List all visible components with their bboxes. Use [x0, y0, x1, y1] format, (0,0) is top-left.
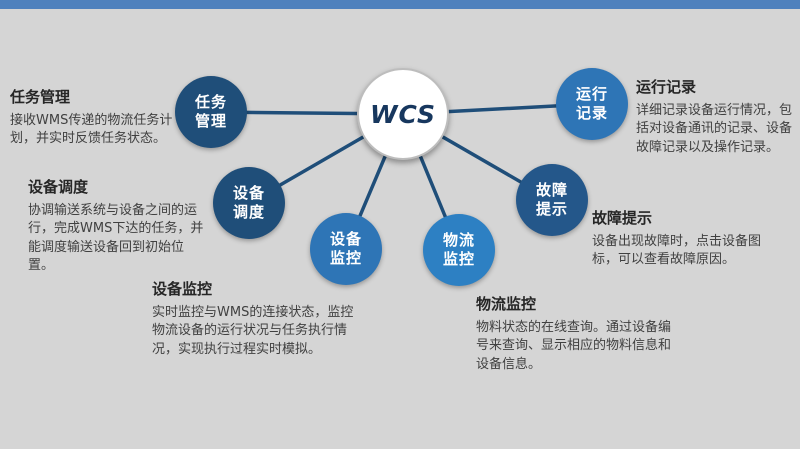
- node-label-line: 运行: [575, 84, 608, 103]
- annotation-operation-record: 运行记录 详细记录设备运行情况，包括对设备通讯的记录、设备故障记录以及操作记录。: [636, 76, 796, 157]
- annotation-logistics-monitoring: 物流监控 物料状态的在线查询。通过设备编号来查询、显示相应的物料信息和设备信息。: [476, 293, 680, 374]
- annotation-equipment-scheduling: 设备调度 协调输送系统与设备之间的运行，完成WMS下达的任务，并能调度输送设备回…: [28, 176, 206, 276]
- annotation-title: 设备监控: [152, 280, 213, 298]
- top-accent-bar: [0, 0, 800, 9]
- node-label-line: 设备: [329, 229, 362, 248]
- node-operation-record: 运行 记录: [556, 68, 628, 140]
- node-label-line: 设备: [232, 183, 265, 202]
- node-label-line: 监控: [442, 250, 475, 268]
- node-label-line: 监控: [329, 249, 362, 267]
- node-label-line: 提示: [535, 200, 568, 218]
- hub-label: WCS: [369, 99, 437, 129]
- annotation-title: 故障提示: [592, 209, 653, 227]
- node-label-line: 物流: [442, 230, 475, 249]
- hub-circle-wcs: WCS: [357, 68, 449, 160]
- annotation-body: 接收WMS传递的物流任务计划，并实时反馈任务状态。: [10, 113, 173, 147]
- annotation-body: 详细记录设备运行情况，包括对设备通讯的记录、设备故障记录以及操作记录。: [636, 103, 793, 155]
- node-label-line: 记录: [575, 104, 608, 122]
- node-label-line: 管理: [194, 112, 227, 130]
- annotation-body: 物料状态的在线查询。通过设备编号来查询、显示相应的物料信息和设备信息。: [476, 320, 672, 372]
- node-fault-alert: 故障 提示: [516, 164, 588, 236]
- node-task-management: 任务 管理: [175, 76, 247, 148]
- annotation-title: 设备调度: [28, 178, 89, 196]
- node-label-line: 任务: [194, 92, 227, 111]
- annotation-title: 物流监控: [476, 295, 537, 313]
- annotation-title: 运行记录: [636, 78, 697, 96]
- annotation-body: 协调输送系统与设备之间的运行，完成WMS下达的任务，并能调度输送设备回到初始位置…: [28, 203, 204, 274]
- annotation-body: 实时监控与WMS的连接状态，监控物流设备的运行状况与任务执行情况，实现执行过程实…: [152, 305, 354, 357]
- node-equipment-monitoring: 设备 监控: [310, 213, 382, 285]
- node-label-line: 调度: [232, 203, 265, 221]
- node-label-line: 故障: [535, 180, 568, 199]
- annotation-title: 任务管理: [10, 88, 71, 106]
- annotation-body: 设备出现故障时，点击设备图标，可以查看故障原因。: [592, 234, 762, 268]
- annotation-task-management: 任务管理 接收WMS传递的物流任务计划，并实时反馈任务状态。: [10, 86, 182, 149]
- node-logistics-monitoring: 物流 监控: [423, 214, 495, 286]
- node-equipment-scheduling: 设备 调度: [213, 167, 285, 239]
- annotation-fault-alert: 故障提示 设备出现故障时，点击设备图标，可以查看故障原因。: [592, 207, 772, 270]
- annotation-equipment-monitoring: 设备监控 实时监控与WMS的连接状态，监控物流设备的运行状况与任务执行情况，实现…: [152, 278, 362, 359]
